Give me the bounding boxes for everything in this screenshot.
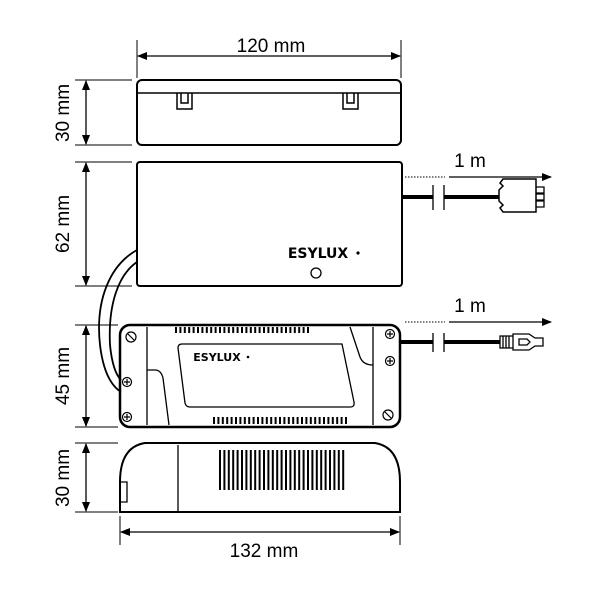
sensor-led-icon <box>310 267 322 279</box>
vent-slots-top <box>175 327 309 333</box>
dimension-unit2-height: 45 mm <box>53 324 118 428</box>
cable-1: 1 m <box>402 151 552 213</box>
dimension-label: 30 mm <box>53 449 74 507</box>
esylux-logo: ESYLUX <box>193 351 241 364</box>
rj-plug-icon <box>499 333 544 351</box>
dimension-bottom-width: 132 mm <box>119 516 401 562</box>
dimension-label: 45 mm <box>53 347 74 405</box>
top-view-housing <box>136 79 402 146</box>
dimension-label: 30 mm <box>53 84 74 142</box>
dimension-label: 132 mm <box>230 541 299 562</box>
driver-unit: ESYLUX <box>118 323 402 429</box>
cable-length-label: 1 m <box>454 151 486 172</box>
cable-2: 1 m <box>400 296 552 352</box>
sensor-unit: ESYLUX <box>136 161 403 287</box>
esylux-logo: ESYLUX <box>288 246 349 262</box>
vent-slots-bottom <box>213 417 347 424</box>
dimension-label: 62 mm <box>53 195 74 253</box>
side-view-housing <box>119 442 401 513</box>
screw-icons <box>121 328 396 423</box>
dimension-top-height: 30 mm <box>53 79 132 146</box>
connector-plug-icon <box>498 178 537 213</box>
dimension-side-height: 30 mm <box>53 442 118 513</box>
dimension-top-width: 120 mm <box>136 36 402 78</box>
connecting-cable <box>98 249 138 393</box>
dimension-unit1-height: 62 mm <box>53 161 132 287</box>
dimension-label: 120 mm <box>237 36 306 57</box>
cable-length-label: 1 m <box>454 296 486 317</box>
